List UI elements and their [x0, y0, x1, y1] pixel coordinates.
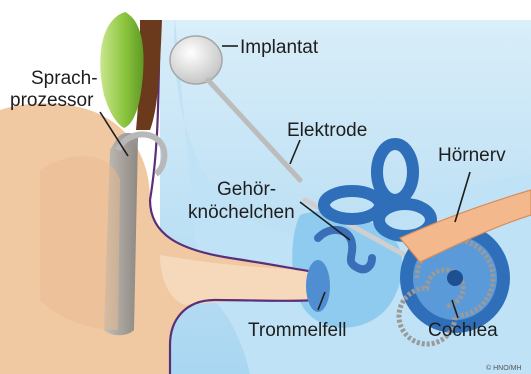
label-gehoerknoechelchen-1: Gehör-: [217, 179, 276, 200]
eardrum: [306, 260, 330, 312]
label-hoernerv: Hörnerv: [438, 145, 506, 166]
label-sprachprozessor-1: Sprach-: [31, 68, 98, 89]
label-implantat: Implantat: [240, 37, 319, 58]
processor-green-part: [100, 12, 143, 128]
ear-lobe-highlight: [40, 156, 120, 330]
implant-receiver: [170, 36, 222, 84]
label-elektrode: Elektrode: [287, 120, 367, 141]
label-cochlea: Cochlea: [428, 320, 498, 341]
label-gehoerknoechelchen-2: knöchelchen: [188, 202, 295, 223]
credit-text: © HNO/MH: [486, 364, 522, 372]
label-sprachprozessor-2: prozessor: [10, 90, 94, 111]
label-trommelfell: Trommelfell: [248, 320, 347, 341]
